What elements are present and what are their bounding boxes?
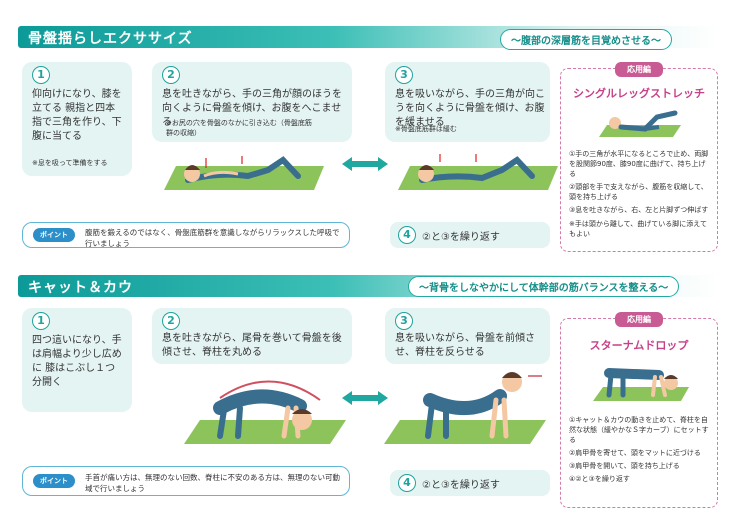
s1-single-leg-illustration [599, 110, 681, 137]
s1-advanced-item: ②頭部を手で支えながら、腹筋を収縮して、頭を持ち上げる [569, 183, 708, 201]
s1-step1-card: 1 仰向けになり、膝を立てる 親指と四本指で三角を作り、下腹に当てる ※息を吸っ… [22, 62, 132, 176]
s2-step2-card: 2 息を吐きながら、尾骨を巻いて骨盤を後傾させ、脊柱を丸める [152, 308, 352, 364]
s1-pelvic-release-illustration [398, 154, 558, 190]
s1-step2-card: 2 息を吐きながら、手の三角が顔のほうを向くように骨盤を傾け、お腹をへこませる … [152, 62, 352, 142]
s2-step3-number: 3 [395, 312, 413, 330]
s2-advanced-title: スターナムドロップ [589, 339, 689, 352]
s2-advanced-item: ①キャット＆カウの動きを止めて、脊柱を自然な状態（緩やかなＳ字カーブ）にセットす… [569, 416, 709, 444]
section2-title: キャット＆カウ [28, 280, 133, 296]
s2-cow-pose-illustration [384, 372, 546, 444]
s1-step3-note: ※骨盤底筋群は緩む [395, 125, 457, 133]
s2-advanced-list: ①キャット＆カウの動きを止めて、脊柱を自然な状態（緩やかなＳ字カーブ）にセットす… [569, 415, 711, 487]
s1-point-badge: ポイント [33, 228, 75, 242]
s2-step1-text: 四つ這いになり、手は肩幅より少し広めに 膝はこぶし１つ分開く [32, 335, 122, 388]
s2-swap-arrow-icon [342, 391, 388, 405]
section1-title: 骨盤揺らしエクササイズ [28, 31, 193, 47]
s1-step4-card: 4 ②と③を繰り返す [390, 222, 550, 248]
s2-step4-text: ②と③を繰り返す [422, 480, 500, 491]
s1-advanced-note: ※手は頭から離して、曲げている脚に添えてもよい [569, 220, 707, 238]
s1-advanced-list: ①手の三角が水平になるところで止め、両脚を股関節90度、膝90度に曲げて、持ち上… [569, 149, 711, 242]
s2-step1-card: 1 四つ這いになり、手は肩幅より少し広めに 膝はこぶし１つ分開く [22, 308, 132, 412]
s1-step1-text: 仰向けになり、膝を立てる 親指と四本指で三角を作り、下腹に当てる [32, 89, 122, 142]
s1-pelvic-tilt-illustration [164, 156, 324, 190]
s1-point-text: 腹筋を鍛えるのではなく、骨盤底筋群を意識しながらリラックスした呼吸で行いましょう [85, 228, 340, 248]
s1-point-box: ポイント 腹筋を鍛えるのではなく、骨盤底筋群を意識しながらリラックスした呼吸で行… [22, 222, 350, 248]
s1-step1-number: 1 [32, 66, 50, 84]
s1-step2-note: ※お尻の穴を骨盤のなかに引き込む（骨盤底筋群の収縮） [166, 119, 312, 137]
s1-advanced-item: ③息を吐きながら、右、左と片脚ずつ伸ばす [569, 206, 709, 214]
s2-sternum-drop-illustration [593, 368, 689, 401]
s1-step4-number: 4 [398, 226, 416, 244]
s2-step4-card: 4 ②と③を繰り返す [390, 470, 550, 496]
s2-step2-text: 息を吐きながら、尾骨を巻いて骨盤を後傾させ、脊柱を丸める [162, 333, 342, 358]
s2-advanced-item: ④②と③を繰り返す [569, 475, 630, 483]
s1-step3-text: 息を吸いながら、手の三角が向こうを向くように骨盤を傾け、お腹を緩ませる [395, 89, 545, 128]
s2-step3-text: 息を吸いながら、骨盤を前傾させ、脊柱を反らせる [395, 333, 535, 358]
s1-swap-arrow-icon [342, 157, 388, 171]
s2-step1-number: 1 [32, 312, 50, 330]
section1-subtitle: 〜腹部の深層筋を目覚めさせる〜 [500, 29, 672, 50]
s2-point-text: 手首が痛い方は、無理のない回数、脊柱に不安のある方は、無理のない可動域で行いまし… [85, 473, 340, 493]
s1-step3-number: 3 [395, 66, 413, 84]
s2-cat-pose-illustration [184, 380, 346, 444]
section2-subtitle: 〜背骨をしなやかにして体幹部の筋バランスを整える〜 [408, 276, 680, 297]
s2-advanced-header: 応用編 [615, 312, 663, 327]
s2-point-badge: ポイント [33, 474, 75, 488]
s2-step3-card: 3 息を吸いながら、骨盤を前傾させ、脊柱を反らせる [385, 308, 550, 364]
s1-step4-text: ②と③を繰り返す [422, 232, 500, 243]
s2-point-box: ポイント 手首が痛い方は、無理のない回数、脊柱に不安のある方は、無理のない可動域… [22, 466, 350, 496]
s1-step2-number: 2 [162, 66, 180, 84]
s1-step1-note: ※息を吸って準備をする [32, 159, 108, 167]
s2-advanced-item: ③肩甲骨を開いて、頭を持ち上げる [569, 462, 680, 470]
s2-advanced-item: ②肩甲骨を寄せて、頭をマットに近づける [569, 449, 701, 457]
s2-step2-number: 2 [162, 312, 180, 330]
s1-advanced-box: 応用編 シングルレッグストレッチ ①手の三角が水平になるところで止め、両脚を股関… [560, 62, 718, 252]
s1-advanced-item: ①手の三角が水平になるところで止め、両脚を股関節90度、膝90度に曲げて、持ち上… [569, 150, 709, 178]
s1-advanced-header: 応用編 [615, 62, 663, 77]
s1-advanced-title: シングルレッグストレッチ [573, 87, 705, 100]
s1-step2-text: 息を吐きながら、手の三角が顔のほうを向くように骨盤を傾け、お腹をへこませる [162, 89, 342, 128]
s1-step3-card: 3 息を吸いながら、手の三角が向こうを向くように骨盤を傾け、お腹を緩ませる ※骨… [385, 62, 550, 142]
s2-advanced-box: 応用編 スターナムドロップ ①キャット＆カウの動きを止めて、脊柱を自然な状態（緩… [560, 312, 718, 508]
s2-step4-number: 4 [398, 474, 416, 492]
